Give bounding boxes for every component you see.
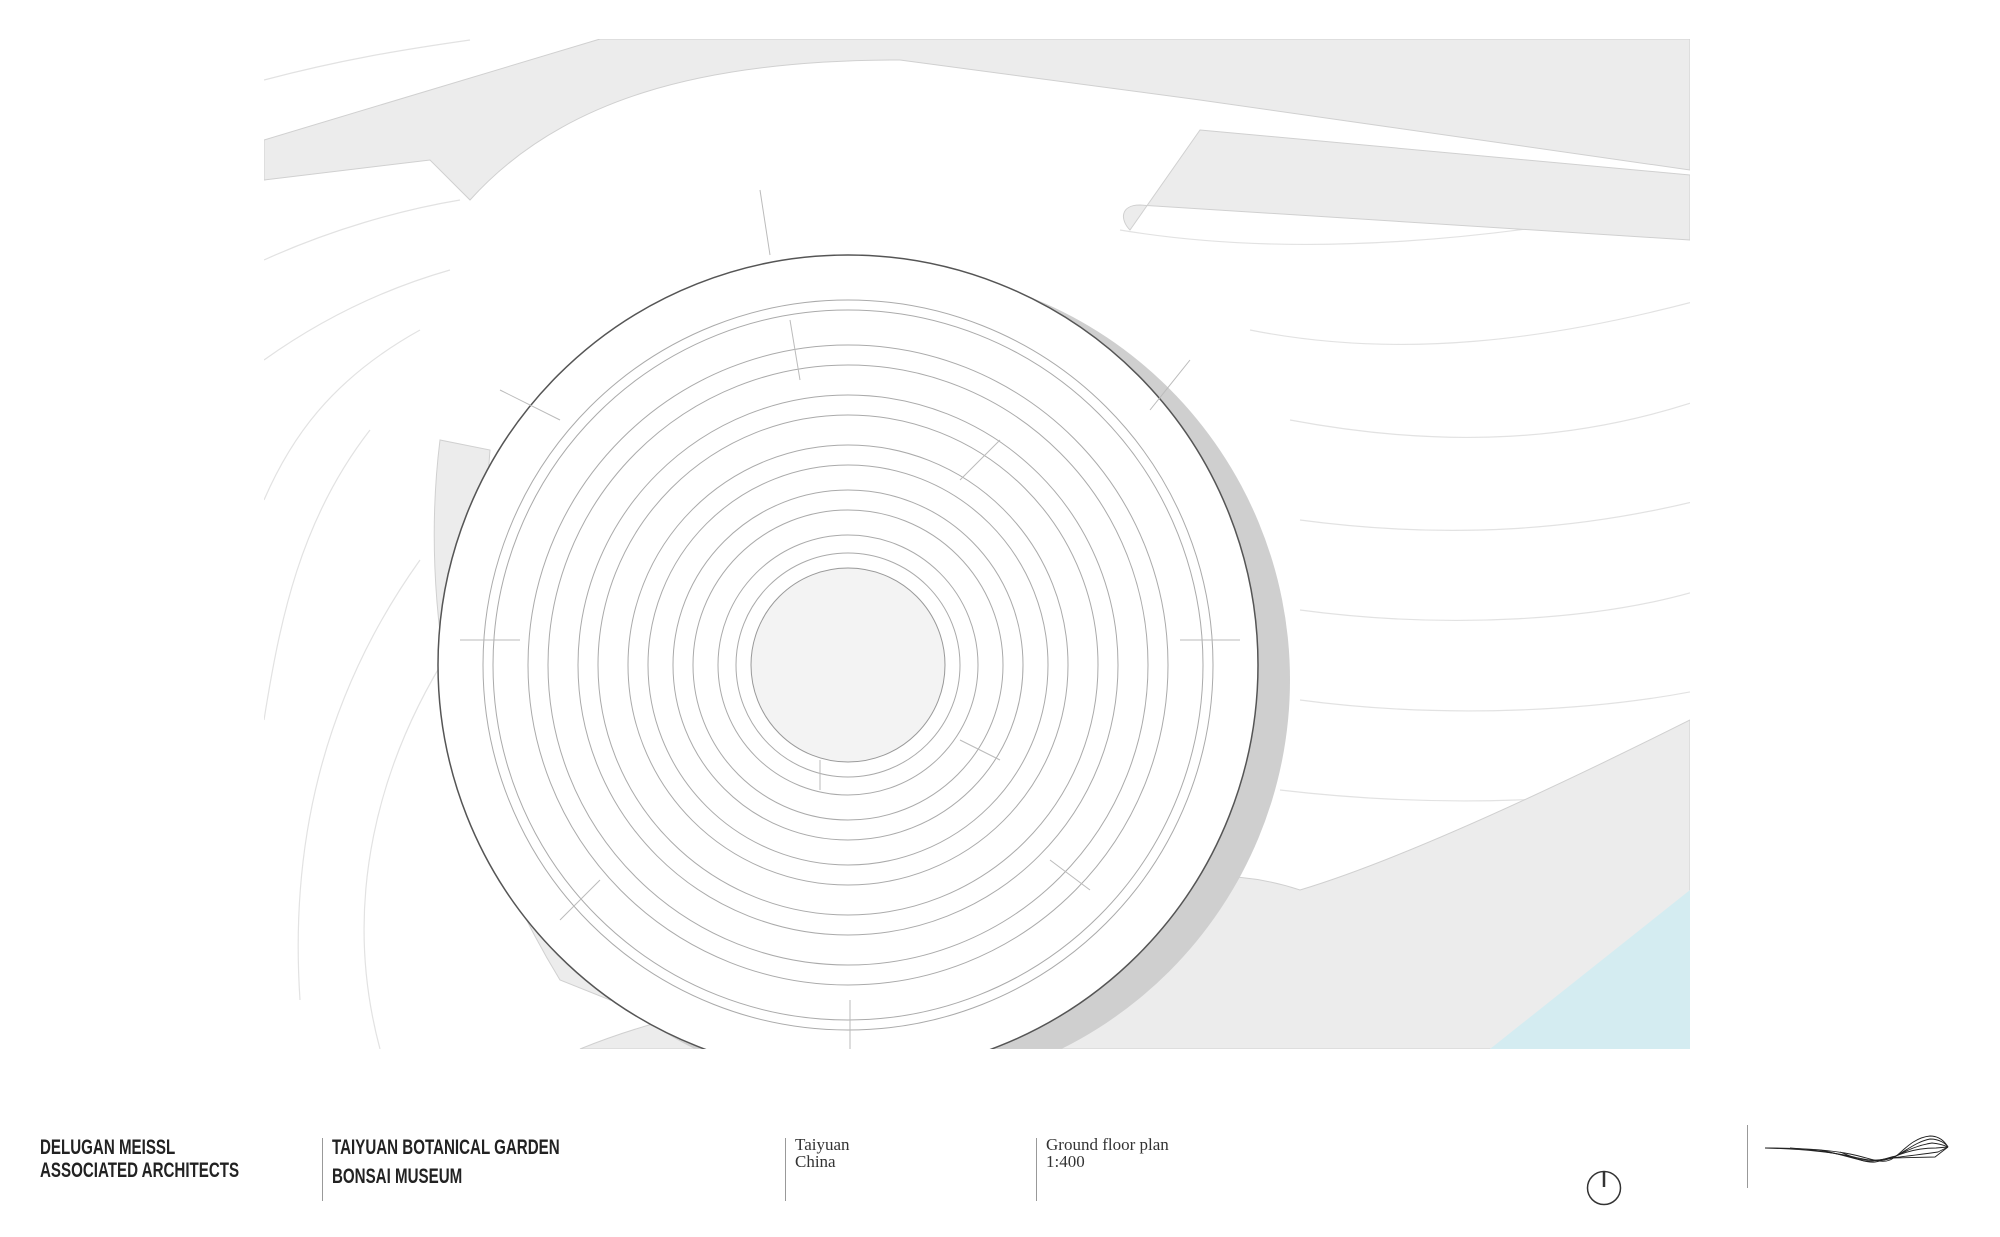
water-pond (1490, 890, 1690, 1049)
project-name-line1: TAIYUAN BOTANICAL GARDEN (332, 1136, 560, 1159)
location-city: Taiyuan (795, 1135, 850, 1154)
firm-name-line1: DELUGAN MEISSL (40, 1136, 176, 1159)
location: Taiyuan China (795, 1136, 850, 1170)
drawing-name: Ground floor plan (1046, 1135, 1169, 1154)
divider (1036, 1138, 1037, 1201)
project-name: TAIYUAN BOTANICAL GARDEN BONSAI MUSEUM (332, 1136, 648, 1188)
project-name-line2: BONSAI MUSEUM (332, 1165, 463, 1188)
drawing-scale: 1:400 (1046, 1152, 1085, 1171)
wave-logo-icon (1764, 1135, 1949, 1163)
divider (1747, 1125, 1748, 1188)
north-arrow-icon (1586, 1170, 1622, 1206)
terrain-contours (264, 39, 1690, 1049)
ground-floor-plan-drawing (264, 39, 1690, 1049)
firm-name: DELUGAN MEISSL ASSOCIATED ARCHITECTS (40, 1136, 317, 1182)
spiral-rings (460, 189, 1240, 1049)
drawing-info: Ground floor plan 1:400 (1046, 1136, 1169, 1170)
location-country: China (795, 1152, 836, 1171)
divider (322, 1138, 323, 1201)
firm-name-line2: ASSOCIATED ARCHITECTS (40, 1159, 240, 1182)
divider (785, 1138, 786, 1201)
